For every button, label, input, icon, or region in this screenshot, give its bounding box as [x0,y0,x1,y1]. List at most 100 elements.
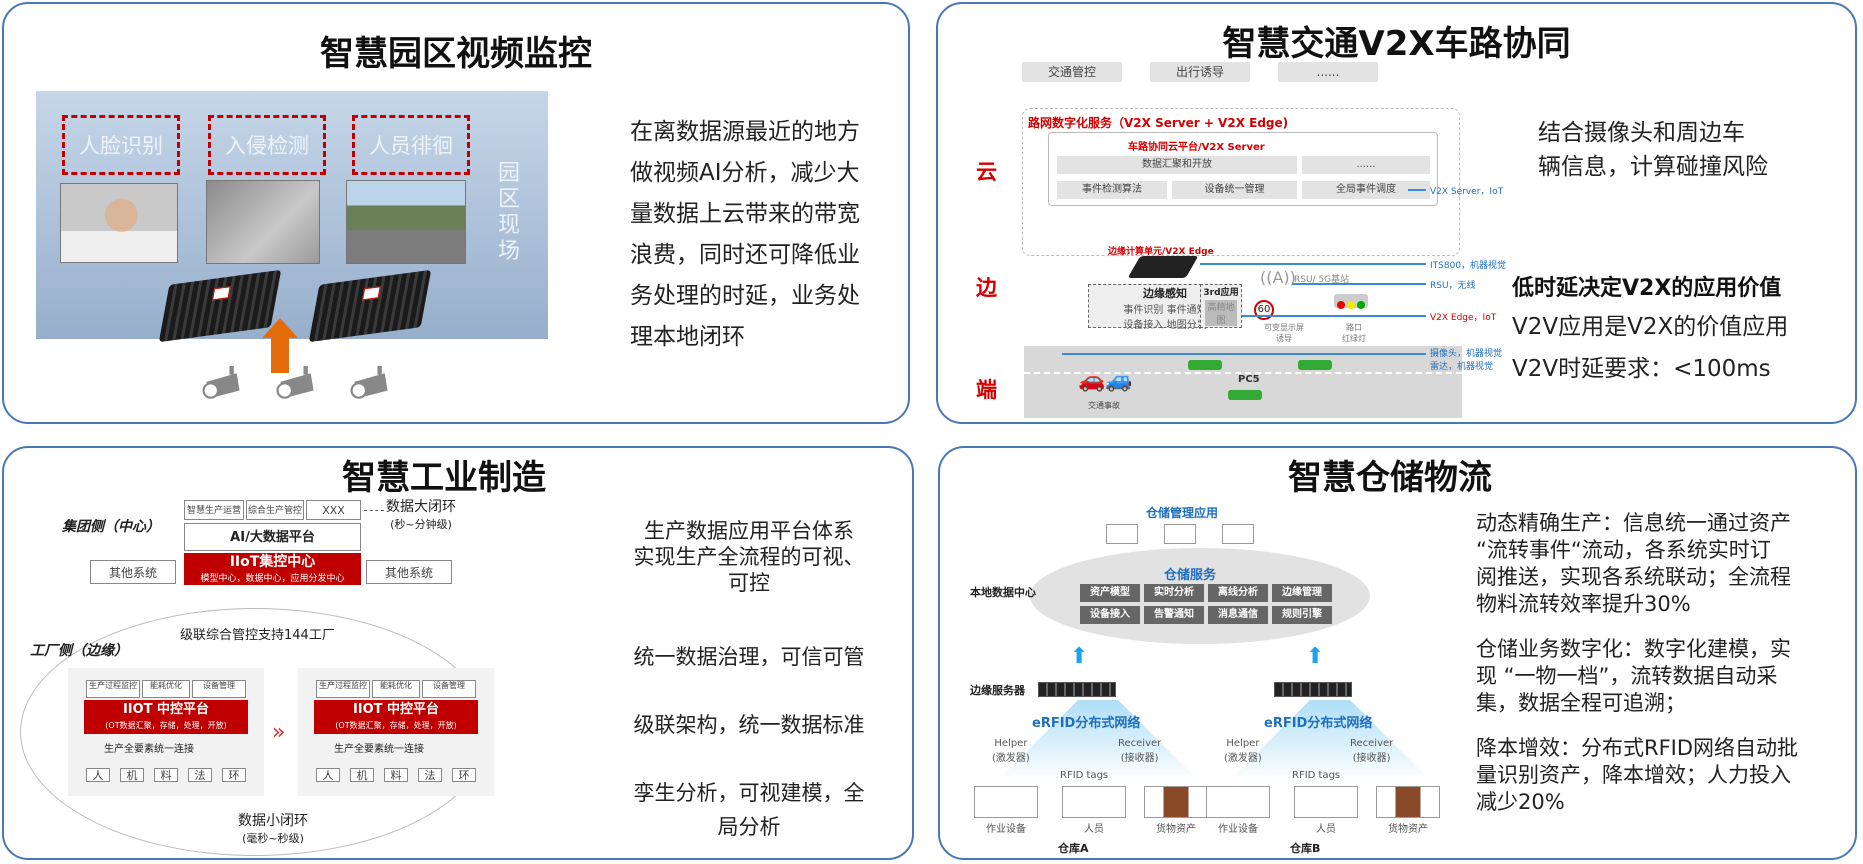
asset-box-goods [1376,786,1440,818]
desc-item: 局分析 [717,815,781,839]
helper-label: Helper (激发器) [992,738,1030,764]
network-label: eRFID分布式网络 [1264,716,1373,731]
element-box: 料 [154,768,178,782]
helper-label: Helper (激发器) [1224,738,1262,764]
iiot-platform-box: IIOT 中控平台 (OT数据汇聚，存储，处理，开放) [84,700,248,734]
camera-icon [350,366,388,399]
service-box: 告警通知 [1144,606,1204,624]
small-loop-label: 数据小闭环 (毫秒~秒级) [238,810,308,846]
factory-block-2: 生产过程监控 能耗优化 设备管理 IIOT 中控平台 (OT数据汇聚，存储，处理… [298,668,494,796]
right-label: V2X Server，IoT [1430,187,1504,197]
receiver-label: Receiver (接收器) [1118,738,1162,764]
speed-sign-icon: 60 [1254,300,1274,320]
group-side-label: 集团侧（中心） [62,519,160,535]
intrusion-detection-box: 入侵检测 [208,115,326,175]
big-loop-label: 数据大闭环 (秒~分钟级) [386,496,456,532]
desc-line: “流转事件“流动，各系统实时订 [1476,538,1771,562]
v2x-desc-heading: 低时延决定V2X的应用价值 [1512,276,1782,301]
desc-line: V2V应用是V2X的价值应用 [1512,314,1789,340]
dc-label: 本地数据中心 [970,586,1036,599]
element-box: 法 [418,768,442,782]
edge-device-icon [308,269,432,343]
element-box: 人 [86,768,110,782]
connector-line [1292,283,1426,285]
element-box: 料 [384,768,408,782]
road [1024,346,1462,418]
top-app-box: 智慧生产运营 [184,500,244,520]
server-icon [1038,682,1116,697]
edge-server-label: 边缘服务器 [970,684,1025,697]
iiot-center-box: IIoT集控中心 模型中心，数据中心，应用分发中心 [184,553,361,585]
desc-line: 生产数据应用平台体系 [644,519,854,543]
desc-line: 辆信息，计算碰撞风险 [1538,154,1768,180]
service-title: 仓储服务 [1164,568,1217,583]
app-title: 仓储管理应用 [1146,506,1219,520]
connect-label: 生产全要素统一连接 [334,744,424,755]
cloud-platform-frame [1048,132,1438,206]
warehouse-desc: 动态精确生产：信息统一通过资产 “流转事件“流动，各系统实时订 阅推送，实现各系… [1476,510,1846,816]
vehicle-icon [1228,390,1262,400]
desc-line: 可控 [728,571,770,595]
site-label: 园区现场 [498,161,521,264]
cloud-box: 事件检测算法 [1057,181,1167,199]
desc-line: 仓储业务数字化：数字化建模，实 [1476,637,1791,661]
desc-line: 浪费，同时还可降低业 [630,242,860,268]
panel-v2x: 智慧交通V2X车路协同 交通管控 出行诱导 ...... 路网数字化服务（V2X… [936,2,1857,424]
service-title: 路网数字化服务（V2X Server + V2X Edge) [1028,116,1289,130]
factory-side-label: 工厂侧（边缘） [30,643,128,659]
desc-line: 理本地闭环 [630,324,745,350]
up-arrow-icon: ⬆ [1070,644,1089,669]
connector-line [1242,315,1426,317]
vehicle-icon [1298,360,1332,370]
top-app-box: 综合生产管控 [246,500,304,520]
desc-line: V2V时延要求：<100ms [1512,356,1771,382]
app-box: ...... [1278,62,1378,82]
accident-label: 交通事故 [1088,401,1120,410]
service-box: 离线分析 [1208,584,1268,602]
cascade-label: 级联综合管控支持144工厂 [180,628,335,643]
panel-industry: 智慧工业制造 集团侧（中心） 智慧生产运营 综合生产管控 XXX 数据大闭环 (… [2,446,914,860]
edge-item: 事件识别 [1123,305,1164,316]
iiot-platform-sub: (OT数据汇聚，存储，处理，开放) [335,721,457,730]
third-app-title: 3rd应用 [1203,288,1239,298]
app-window-icon [1164,524,1196,544]
camera-icon [276,366,314,399]
desc-line: 现 “一物一档”，流转数据自动采 [1476,664,1778,688]
third-app-box: 3rd应用 高精地图 [1200,284,1242,328]
big-loop-sub: (秒~分钟级) [390,518,452,531]
desc-line: 做视频AI分析，减少大 [630,160,860,186]
v2x-desc: V2V应用是V2X的价值应用 V2V时延要求：<100ms [1512,306,1842,390]
desc-line: 务处理的时延，业务处 [630,283,860,309]
asset-box-goods [1144,786,1208,818]
element-box: 环 [222,768,246,782]
asset-box-people [1294,786,1358,818]
factory-app-box: 能耗优化 [372,680,420,698]
factory-app-box: 生产过程监控 [86,680,140,698]
panel-title: 智慧园区视频监控 [320,34,592,74]
small-loop-sub: (毫秒~秒级) [242,832,304,845]
asset-box-equipment [974,786,1038,818]
big-loop-title: 数据大闭环 [386,499,456,515]
edge-item: 事件通知 [1166,305,1207,316]
asset-label: 货物资产 [1388,824,1428,835]
other-system-box: 其他系统 [90,560,176,584]
tier-edge: 边 [976,276,997,300]
face-recognition-box: 人脸识别 [62,115,180,175]
cloud-service-frame [1022,108,1460,256]
element-box: 法 [188,768,212,782]
v2x-desc-top: 结合摄像头和周边车 辆信息，计算碰撞风险 [1538,116,1838,184]
warehouse-label: 仓库B [1290,842,1321,855]
video-description: 在离数据源最近的地方 做视频AI分析，减少大 量数据上云带来的带宽 浪费，同时还… [630,112,900,358]
edge-unit-label: 边缘计算单元/V2X Edge [1108,247,1214,257]
connector-line [1062,353,1426,355]
rsu-label: RSU/ 5G基站 [1294,275,1350,285]
asset-label: 人员 [1084,824,1104,835]
right-label: V2X Edge，IoT [1430,313,1497,323]
intrusion-photo [206,180,320,264]
loitering-box: 人员徘徊 [352,115,470,175]
cloud-box: 设备统一管理 [1172,181,1297,199]
up-arrow-icon [262,318,298,338]
factory-app-box: 设备管理 [192,680,246,698]
cloud-platform-title: 车路协同云平台/V2X Server [1128,142,1265,153]
element-box: 人 [316,768,340,782]
